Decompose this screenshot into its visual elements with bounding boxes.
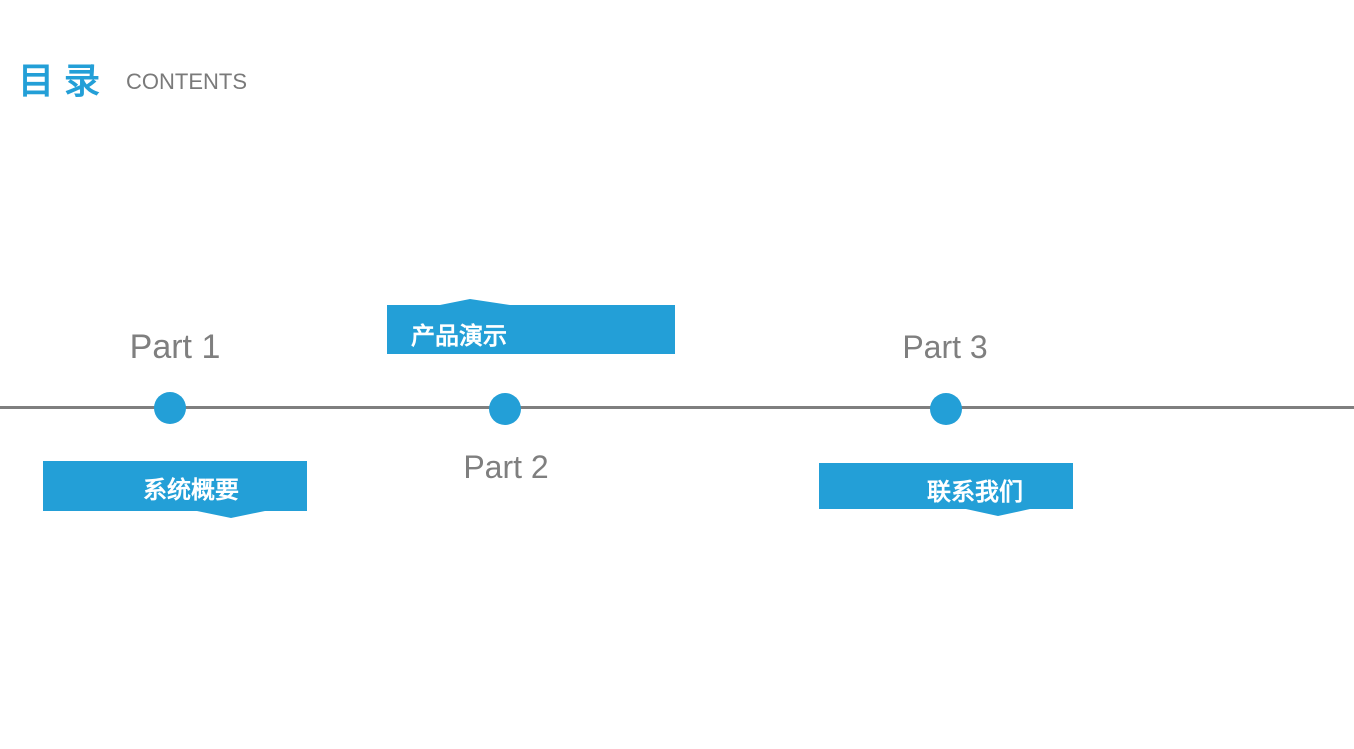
timeline-dot-1 — [154, 392, 186, 424]
banner-shape-3 — [819, 463, 1073, 516]
timeline-dot-2 — [489, 393, 521, 425]
page-subtitle: CONTENTS — [126, 69, 247, 94]
section-1-title[interactable]: 系统概要 — [143, 476, 239, 504]
banner-shape-1 — [43, 461, 307, 518]
part-2-label: Part 2 — [463, 449, 549, 485]
section-3-title[interactable]: 联系我们 — [927, 478, 1023, 506]
page-title: 目录 — [18, 61, 111, 102]
timeline-line — [0, 406, 1354, 409]
timeline-dot-3 — [930, 393, 962, 425]
banner-shape-2 — [387, 299, 675, 354]
section-2-title[interactable]: 产品演示 — [411, 322, 507, 350]
part-3-label: Part 3 — [902, 329, 988, 365]
part-1-label: Part 1 — [129, 328, 221, 366]
